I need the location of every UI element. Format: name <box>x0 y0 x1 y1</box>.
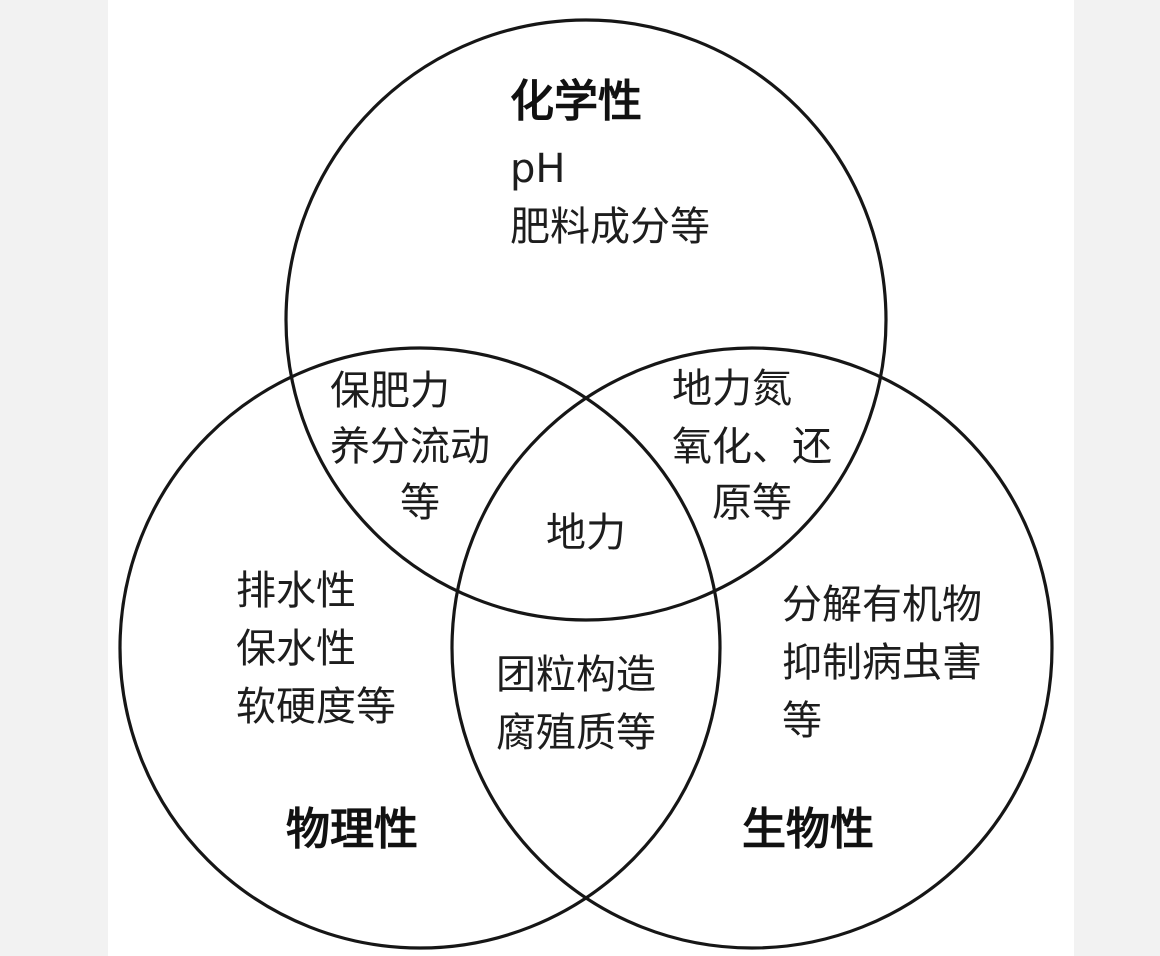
overlap-chem-phys-line-1: 保肥力 <box>330 368 450 414</box>
diagram-canvas <box>108 0 1074 956</box>
physical-line-1: 排水性 <box>236 568 356 614</box>
chemical-circle <box>284 18 888 622</box>
center-label: 地力 <box>546 510 626 556</box>
overlap-chem-phys-line-2: 养分流动 <box>330 424 490 470</box>
overlap-chem-bio-line-3: 原等 <box>712 480 792 526</box>
biological-line-2: 抑制病虫害 <box>782 640 982 686</box>
chemical-title: 化学性 <box>510 76 642 127</box>
chemical-line-2: 肥料成分等 <box>510 204 710 250</box>
physical-title: 物理性 <box>286 804 418 855</box>
overlap-phys-bio-line-1: 团粒构造 <box>496 652 656 698</box>
biological-line-1: 分解有机物 <box>782 582 982 628</box>
physical-line-3: 软硬度等 <box>236 684 396 730</box>
chemical-line-1: pH <box>510 146 565 192</box>
overlap-chem-bio-line-2: 氧化、还 <box>672 424 832 470</box>
biological-title: 生物性 <box>742 804 874 855</box>
biological-circle <box>450 346 1054 950</box>
overlap-phys-bio-line-2: 腐殖质等 <box>496 710 656 756</box>
overlap-chem-bio-line-1: 地力氮 <box>672 366 792 412</box>
physical-line-2: 保水性 <box>236 626 356 672</box>
overlap-chem-phys-line-3: 等 <box>400 480 440 526</box>
biological-line-3: 等 <box>782 698 822 744</box>
physical-circle <box>118 346 722 950</box>
